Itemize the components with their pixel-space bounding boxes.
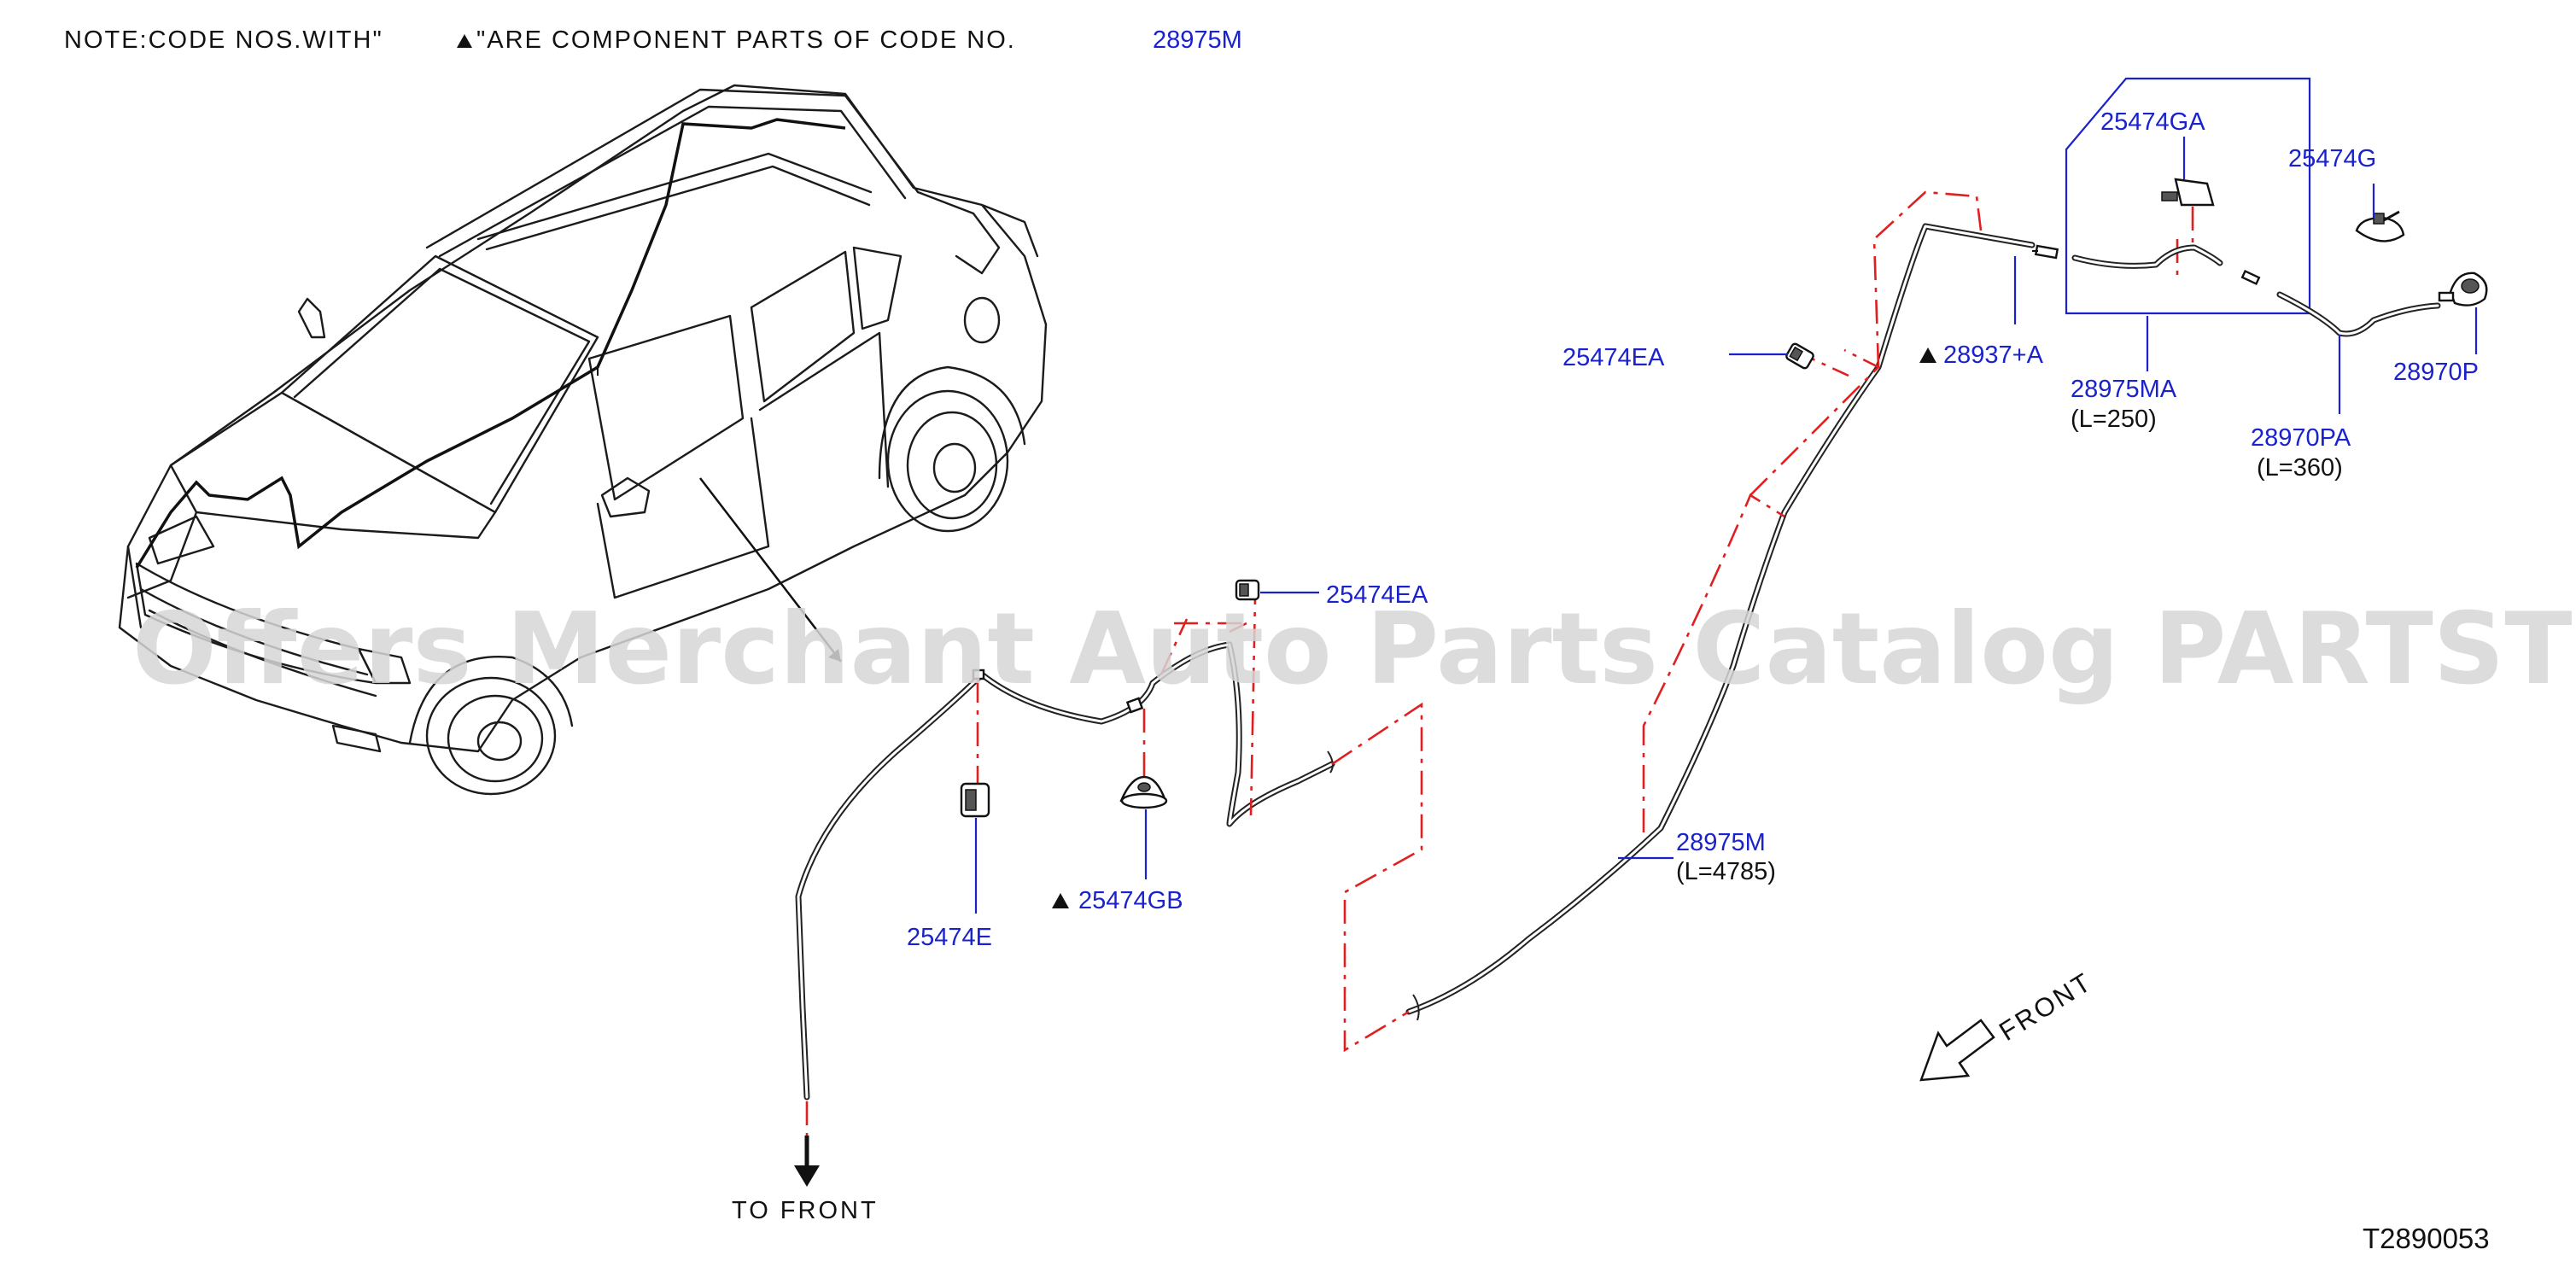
front-hose-section	[795, 641, 1335, 1101]
watermark: Offers Merchant Auto Parts Catalog PARTS…	[132, 592, 2576, 707]
to-front-indicator: TO FRONT	[732, 1136, 879, 1224]
label-25474GA[interactable]: 25474GA	[2100, 108, 2205, 136]
clip-25474E[interactable]	[960, 782, 990, 914]
nozzle-joint-28975MA[interactable]	[2240, 269, 2261, 286]
label-25474G[interactable]: 25474G	[2288, 145, 2376, 172]
triangle-marker-icon	[1052, 893, 1069, 908]
label-25474E[interactable]: 25474E	[907, 924, 992, 951]
front-label: FRONT	[1994, 966, 2098, 1047]
clip-25474EA-mid[interactable]	[1235, 579, 1319, 601]
front-arrow-icon	[1919, 1019, 1995, 1082]
hose-28975MA[interactable]	[2071, 244, 2223, 269]
triangle-marker-icon	[1919, 347, 1936, 363]
label-28970PA[interactable]: 28970PA	[2251, 424, 2351, 452]
triangle-marker-icon	[457, 34, 472, 48]
check-valve-28937A[interactable]	[2032, 244, 2059, 260]
part-labels: 25474GA 25474G 25474EA 28937+A 28975MA (…	[907, 108, 2479, 951]
clip-25474EA-top[interactable]	[1729, 342, 1814, 370]
label-28975M[interactable]: 28975M	[1676, 829, 1766, 856]
inset-box-28975MA	[2065, 77, 2311, 315]
label-25474GB[interactable]: 25474GB	[1078, 887, 1183, 914]
header-note: NOTE:CODE NOS.WITH" "ARE COMPONENT PARTS…	[64, 26, 1242, 54]
label-28975M-length: (L=4785)	[1676, 858, 1776, 885]
vehicle-outline	[118, 84, 1048, 796]
front-direction-indicator: FRONT	[1919, 966, 2098, 1082]
diagram-code: T2890053	[2363, 1223, 2490, 1254]
label-25474EA-mid[interactable]: 25474EA	[1326, 581, 1428, 609]
label-28937A[interactable]: 28937+A	[1943, 342, 2044, 369]
grommet-25474GB[interactable]	[1119, 775, 1168, 879]
to-front-label: TO FRONT	[732, 1197, 879, 1224]
label-28975MA-length: (L=250)	[2071, 406, 2157, 433]
lead-lines	[1618, 256, 2149, 860]
label-28970PA-length: (L=360)	[2257, 454, 2343, 482]
note-suffix: "ARE COMPONENT PARTS OF CODE NO.	[476, 26, 1016, 54]
vehicle-washer-hose	[135, 118, 846, 663]
hose-28970PA[interactable]	[2276, 291, 2441, 414]
grommet-25474G[interactable]	[2355, 184, 2405, 242]
clip-25474GA[interactable]	[2161, 137, 2215, 248]
arrow-down-icon	[794, 1165, 820, 1187]
dashed-guides-rear	[1642, 190, 2179, 832]
label-28970P[interactable]: 28970P	[2393, 359, 2479, 386]
label-25474EA-top[interactable]: 25474EA	[1563, 344, 1665, 371]
note-code[interactable]: 28975M	[1153, 26, 1242, 54]
nozzle-28970P[interactable]	[2438, 272, 2488, 354]
label-28975MA[interactable]: 28975MA	[2071, 376, 2177, 403]
note-prefix: NOTE:CODE NOS.WITH"	[64, 26, 383, 54]
